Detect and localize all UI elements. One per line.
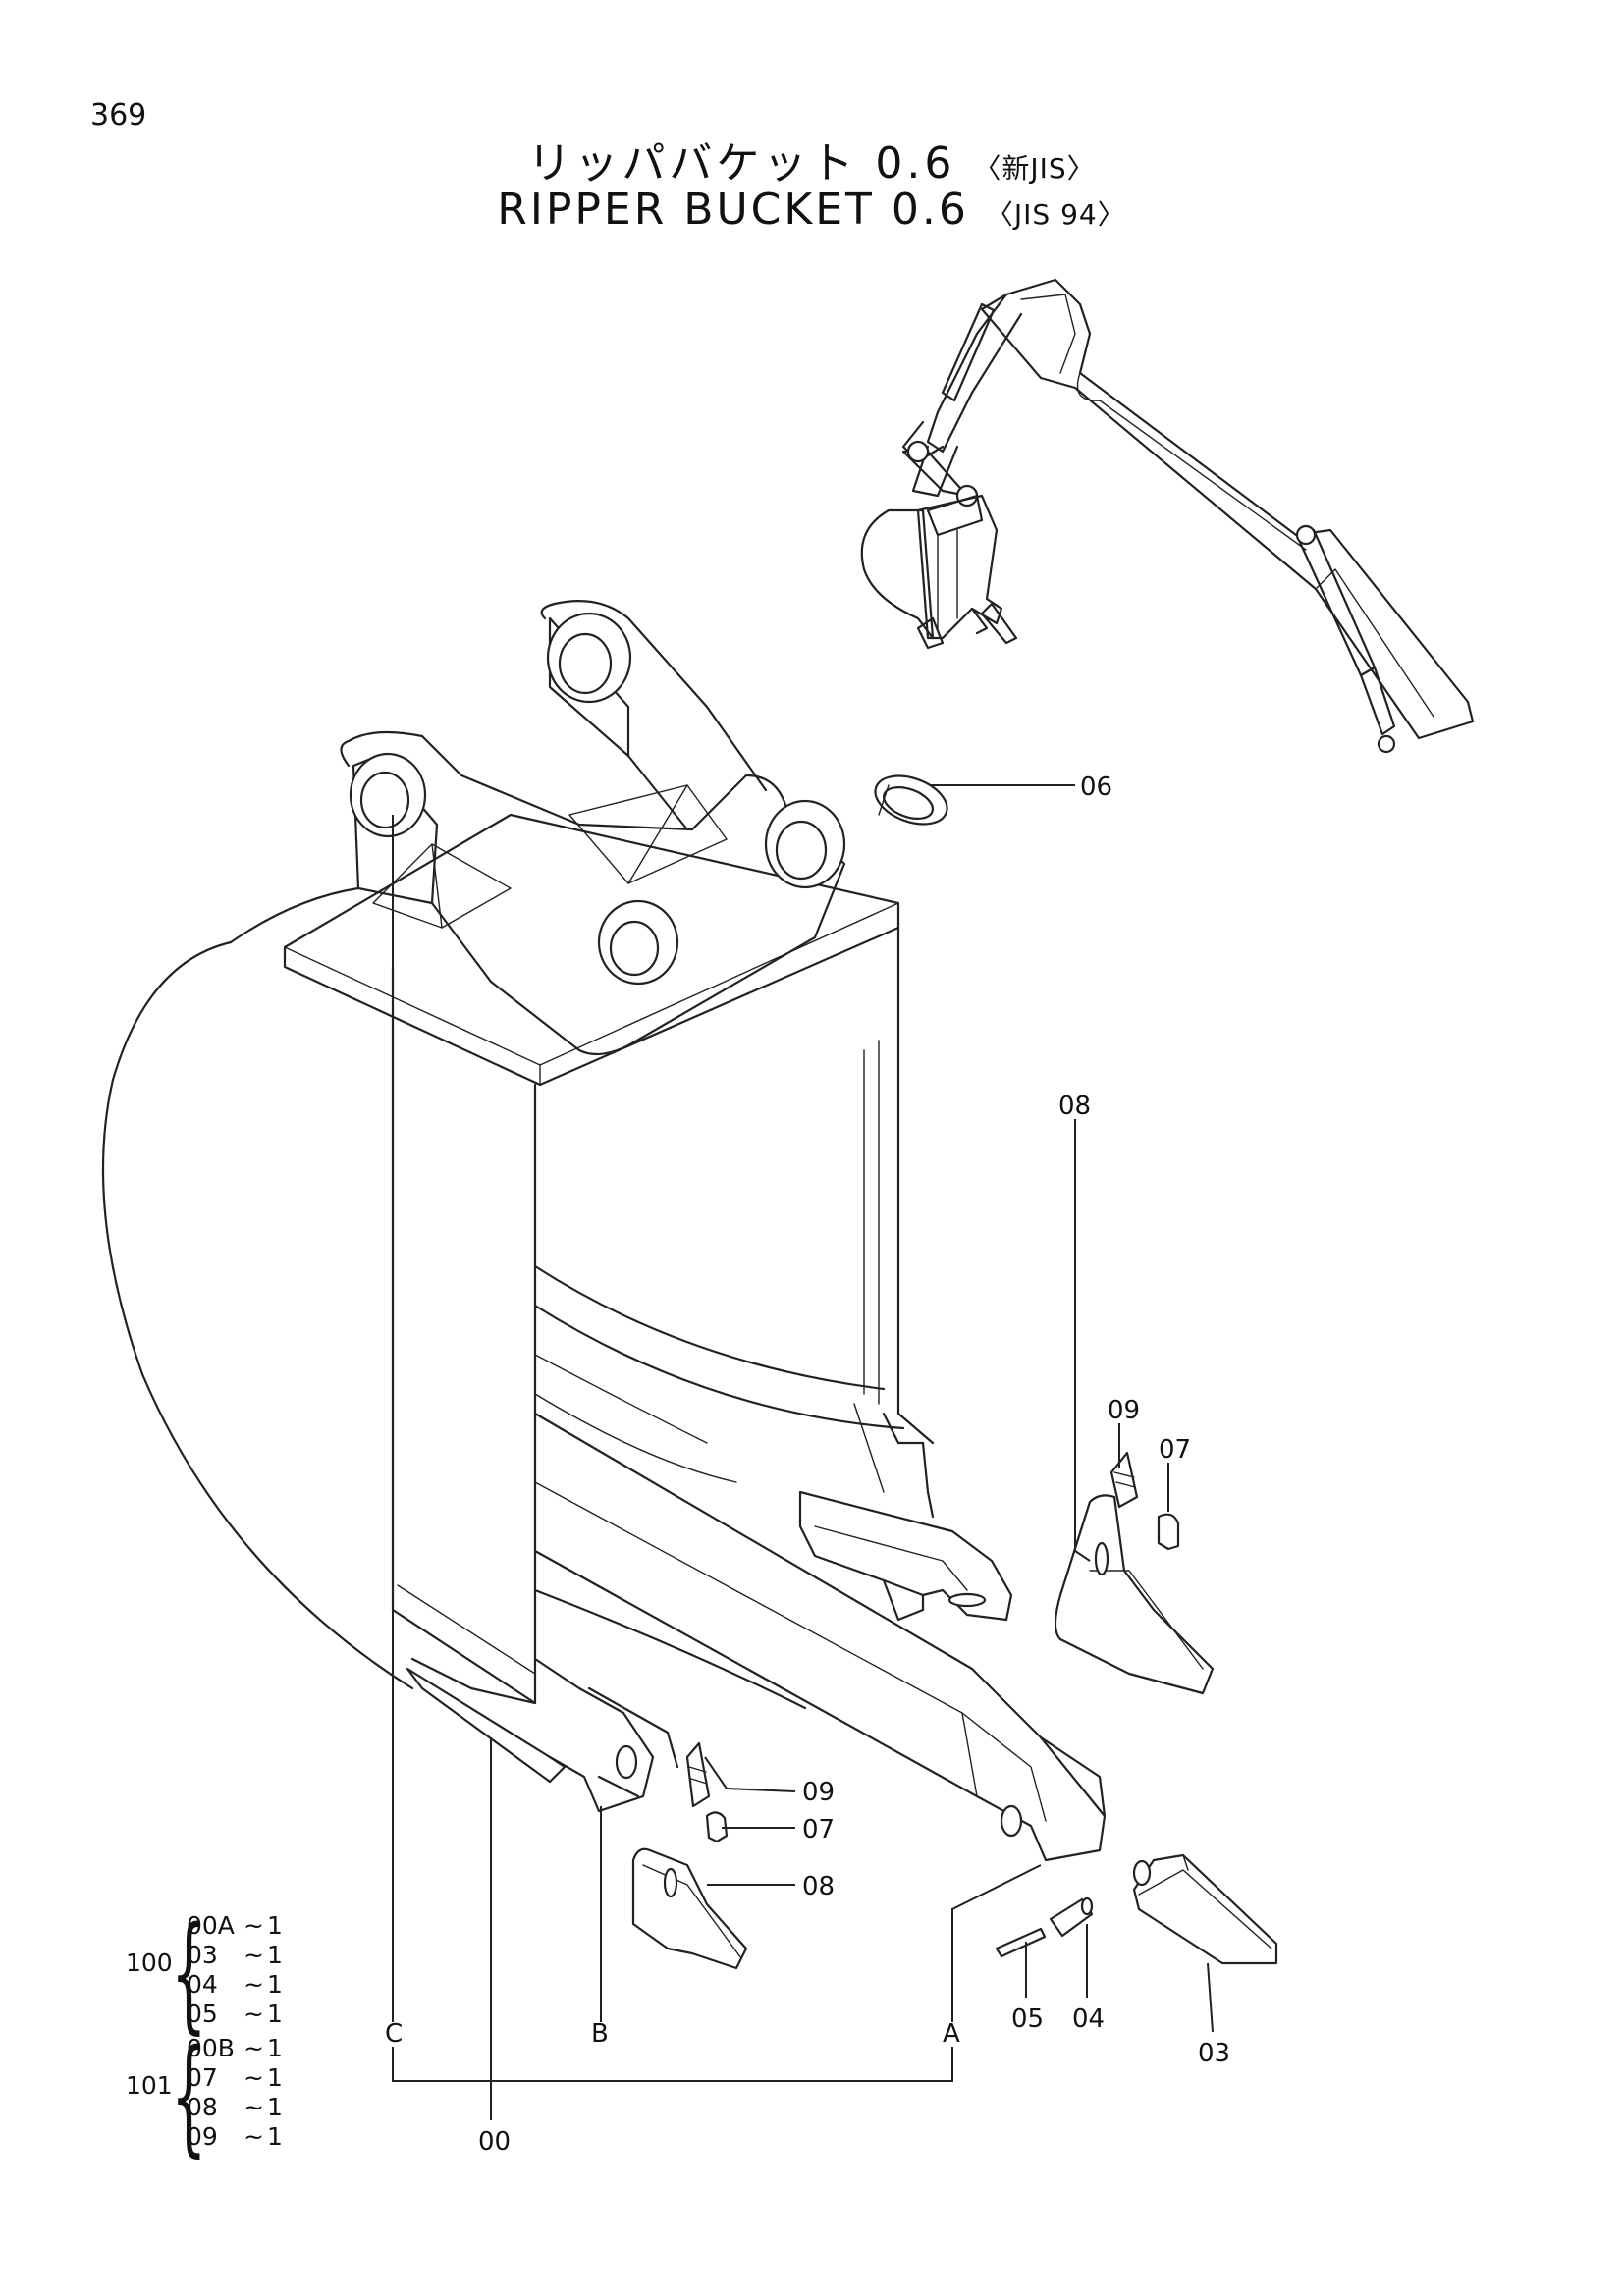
callout-06: 06 xyxy=(1080,773,1112,802)
title-english: RIPPER BUCKET 0.6 〈JIS 94〉 xyxy=(0,185,1623,235)
callout-labels: 06 08 09 07 09 07 08 05 04 03 00 A B C xyxy=(385,773,1230,2157)
kit-item: 07~1 xyxy=(187,2063,283,2092)
title-jp-main: リッパバケット 0.6 xyxy=(527,138,956,188)
callout-08-upper: 08 xyxy=(1058,1092,1091,1121)
callout-05: 05 xyxy=(1011,2004,1044,2034)
part-05-pin xyxy=(995,1927,1047,1958)
kit-item: 09~1 xyxy=(187,2122,283,2151)
kit-item-list: 00A~1 03~1 04~1 05~1 xyxy=(187,1911,283,2029)
callout-00: 00 xyxy=(478,2127,511,2157)
callout-04: 04 xyxy=(1072,2004,1105,2034)
title-en-standard: 〈JIS 94〉 xyxy=(985,198,1126,231)
excavator-overview-illustration xyxy=(860,278,1475,754)
kit-item: 04~1 xyxy=(187,1970,283,1999)
leader-lines xyxy=(392,784,1214,2120)
kit-item: 03~1 xyxy=(187,1941,283,1969)
ref-a: A xyxy=(943,2019,960,2049)
page-number: 369 xyxy=(90,98,147,133)
kit-number: 101 xyxy=(126,2071,173,2100)
callout-08-lower: 08 xyxy=(802,1872,835,1901)
ref-b: B xyxy=(591,2019,609,2049)
title-en-main: RIPPER BUCKET 0.6 xyxy=(497,185,969,235)
part-06-seal-ring xyxy=(874,774,948,826)
tooth-set-upper xyxy=(1054,1451,1215,1695)
kit-item: 08~1 xyxy=(187,2093,283,2121)
ripper-bucket-body xyxy=(101,600,1107,1862)
kit-item: 00B~1 xyxy=(187,2034,283,2062)
callout-03: 03 xyxy=(1198,2039,1230,2068)
part-03-tooth-point xyxy=(1132,1853,1278,1965)
part-04-pin-sleeve xyxy=(1049,1896,1094,1938)
kit-item: 00A~1 xyxy=(187,1911,283,1940)
kit-item-list: 00B~1 07~1 08~1 09~1 xyxy=(187,2034,283,2152)
title-japanese: リッパバケット 0.6 〈新JIS〉 xyxy=(0,128,1623,190)
brace-icon: { xyxy=(171,1900,207,2047)
ref-c: C xyxy=(385,2019,403,2049)
callout-07-upper: 07 xyxy=(1159,1435,1191,1465)
callout-09-upper: 09 xyxy=(1108,1396,1140,1425)
kit-item: 05~1 xyxy=(187,2000,283,2028)
kit-number: 100 xyxy=(126,1949,173,1977)
title-jp-standard: 〈新JIS〉 xyxy=(973,152,1096,185)
callout-07-lower: 07 xyxy=(802,1815,835,1844)
callout-09-lower: 09 xyxy=(802,1778,835,1807)
brace-icon: { xyxy=(171,2023,207,2169)
tooth-set-lower xyxy=(631,1741,748,1970)
